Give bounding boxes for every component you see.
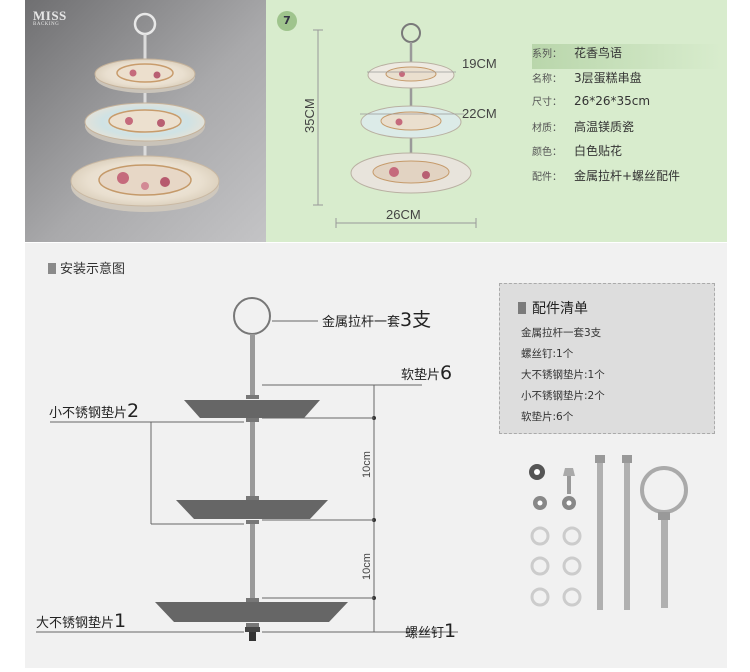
spec-value: 26*26*35cm bbox=[574, 94, 651, 108]
rod-callout-text: 金属拉杆一套 bbox=[322, 315, 401, 330]
spec-key: 配件： bbox=[532, 171, 562, 183]
spec-key: 材质： bbox=[532, 122, 562, 134]
parts-item: 金属拉杆一套3支 bbox=[521, 327, 602, 339]
spec-key: 颜色： bbox=[532, 147, 562, 158]
small-washer-callout: 小不锈钢垫片2 bbox=[49, 400, 139, 422]
parts-item: 螺丝钉:1个 bbox=[521, 348, 574, 360]
large-washer-callout: 大不锈钢垫片1 bbox=[36, 610, 126, 632]
spec-key: 名称： bbox=[532, 73, 562, 85]
spacing-label-lower: 10cm bbox=[361, 553, 373, 580]
soft-pad-callout: 软垫片6 bbox=[401, 362, 452, 384]
spec-list: 系列： 花香鸟语 名称： 3层蛋糕串盘 尺寸： 26*26*35cm 材质： 高温镁质瓷… bbox=[532, 44, 722, 191]
spec-panel: 7 19CM 22CM 26CM bbox=[266, 0, 727, 242]
large-washer-callout-count: 1 bbox=[114, 610, 127, 632]
parts-item: 大不锈钢垫片:1个 bbox=[521, 369, 605, 381]
spec-row-size: 尺寸： 26*26*35cm bbox=[532, 93, 722, 118]
middle-plate-diameter: 22CM bbox=[462, 106, 497, 121]
spec-value: 3层蛋糕串盘 bbox=[574, 70, 642, 85]
spec-key: 尺寸： bbox=[532, 97, 562, 108]
logo-text: MISS bbox=[33, 8, 67, 23]
screw-callout-text: 螺丝钉 bbox=[405, 626, 445, 641]
rod-callout: 金属拉杆一套3支 bbox=[322, 305, 431, 332]
spec-value: 高温镁质瓷 bbox=[574, 119, 635, 134]
rod-callout-count: 3支 bbox=[400, 309, 432, 331]
title-marker bbox=[518, 302, 526, 314]
parts-list-title: 配件清单 bbox=[518, 298, 588, 318]
parts-item: 小不锈钢垫片:2个 bbox=[521, 390, 605, 402]
screw-callout: 螺丝钉1 bbox=[405, 620, 456, 642]
spec-row-series: 系列： 花香鸟语 bbox=[532, 44, 722, 69]
cake-stand-photo-illustration bbox=[70, 12, 220, 212]
logo-subtext: BACKING bbox=[33, 22, 60, 27]
spec-row-name: 名称： 3层蛋糕串盘 bbox=[532, 69, 722, 94]
spec-key: 系列： bbox=[532, 49, 562, 60]
small-washer-callout-text: 小不锈钢垫片 bbox=[49, 406, 128, 421]
spec-row-color: 颜色： 白色贴花 bbox=[532, 142, 722, 167]
installation-title-text: 安装示意图 bbox=[60, 262, 126, 277]
spacing-label-upper: 10cm bbox=[361, 451, 373, 478]
title-marker bbox=[48, 263, 56, 274]
screw-callout-count: 1 bbox=[444, 620, 457, 642]
product-photo: MISS BACKING bbox=[25, 0, 266, 242]
spec-value: 花香鸟语 bbox=[574, 46, 623, 60]
spec-value: 金属拉杆+螺丝配件 bbox=[574, 168, 681, 183]
parts-list-title-text: 配件清单 bbox=[532, 301, 588, 317]
item-number-badge: 7 bbox=[277, 11, 297, 31]
hardware-illustration bbox=[529, 455, 688, 610]
stand-width: 26CM bbox=[386, 207, 421, 222]
dimension-diagram bbox=[313, 23, 477, 228]
spec-row-material: 材质： 高温镁质瓷 bbox=[532, 118, 722, 143]
spec-row-accessories: 配件： 金属拉杆+螺丝配件 bbox=[532, 167, 722, 192]
large-washer-callout-text: 大不锈钢垫片 bbox=[36, 616, 115, 631]
parts-list-box bbox=[499, 283, 715, 434]
installation-title: 安装示意图 bbox=[48, 258, 125, 277]
parts-item: 软垫片:6个 bbox=[521, 411, 574, 423]
spec-value: 白色贴花 bbox=[574, 144, 623, 158]
small-washer-callout-count: 2 bbox=[127, 400, 140, 422]
soft-pad-callout-count: 6 bbox=[440, 362, 453, 384]
top-plate-diameter: 19CM bbox=[462, 56, 497, 71]
soft-pad-callout-text: 软垫片 bbox=[401, 368, 441, 383]
brand-logo: MISS BACKING bbox=[33, 8, 67, 27]
